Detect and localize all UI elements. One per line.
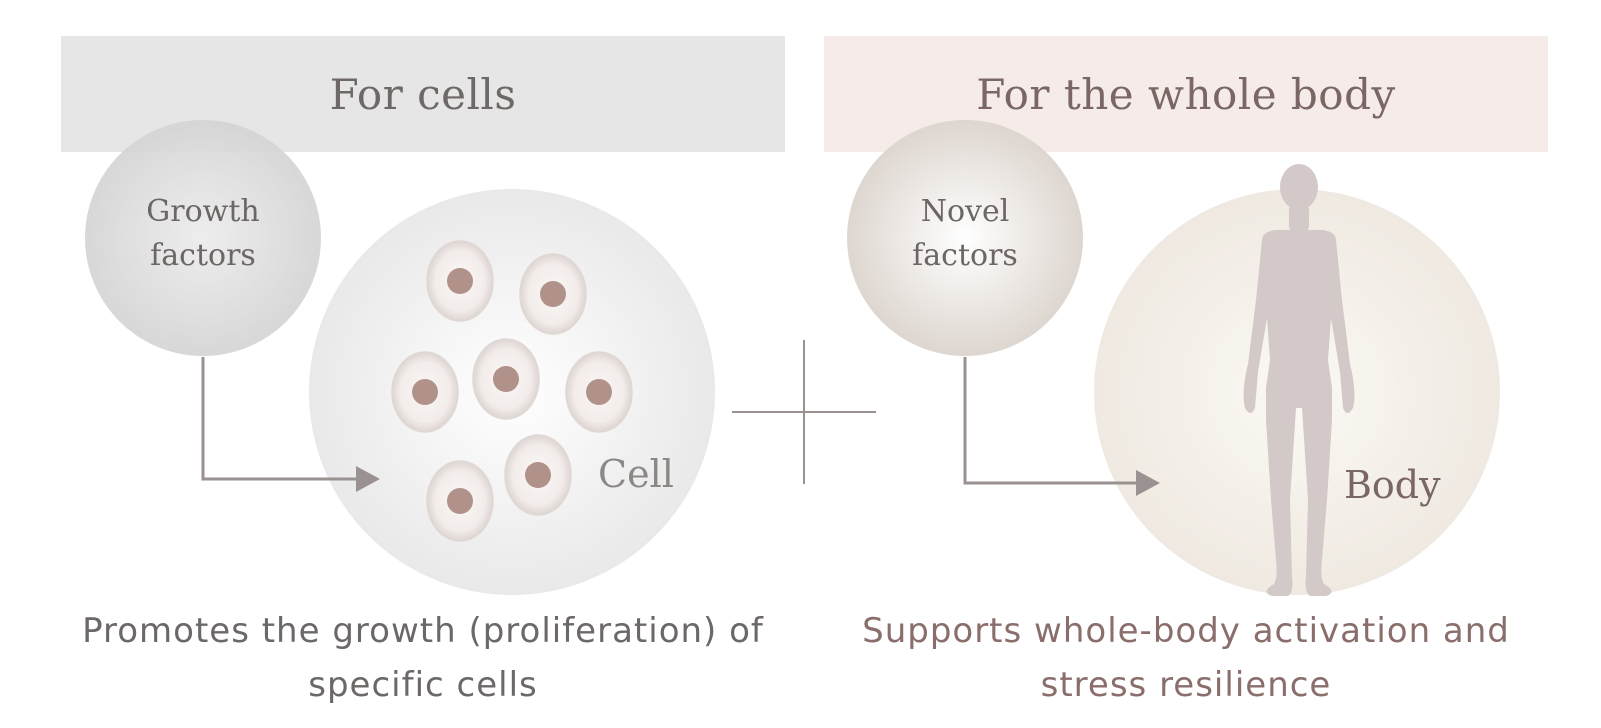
growth-factors-label-line2: factors <box>150 238 256 273</box>
cell-icon <box>519 253 587 335</box>
cells-caption: Promotes the growth (proliferation) of s… <box>61 604 785 712</box>
cell-icon <box>565 351 633 433</box>
human-silhouette-icon <box>1243 164 1355 596</box>
body-label: Body <box>1344 463 1441 507</box>
novel-factors-label-line2: factors <box>912 238 1018 273</box>
growth-factors-circle <box>85 120 321 356</box>
panel-header-cells-text: For cells <box>329 69 517 119</box>
cells-caption-line2: specific cells <box>308 665 538 705</box>
body-caption: Supports whole-body activation and stres… <box>824 604 1548 712</box>
cell-icon <box>504 434 572 516</box>
cell-icon <box>391 351 459 433</box>
plus-icon <box>732 340 876 484</box>
novel-factors-label-line1: Novel <box>920 194 1010 229</box>
arrow-right-icon <box>201 357 380 492</box>
growth-factors-label-line1: Growth <box>146 194 260 229</box>
cell-icon <box>426 240 494 322</box>
panel-header-body-text: For the whole body <box>976 69 1396 119</box>
cell-cluster <box>391 240 633 542</box>
novel-factors-circle <box>847 120 1083 356</box>
cells-caption-line1: Promotes the growth (proliferation) of <box>82 611 764 651</box>
body-caption-line1: Supports whole-body activation and <box>862 611 1510 651</box>
cell-icon <box>472 338 540 420</box>
cell-icon <box>426 460 494 542</box>
novel-factors-label: Novel factors <box>865 190 1065 278</box>
arrow-right-icon <box>963 357 1160 496</box>
growth-factors-label: Growth factors <box>103 190 303 278</box>
body-caption-line2: stress resilience <box>1040 665 1332 705</box>
cell-label: Cell <box>598 452 674 496</box>
